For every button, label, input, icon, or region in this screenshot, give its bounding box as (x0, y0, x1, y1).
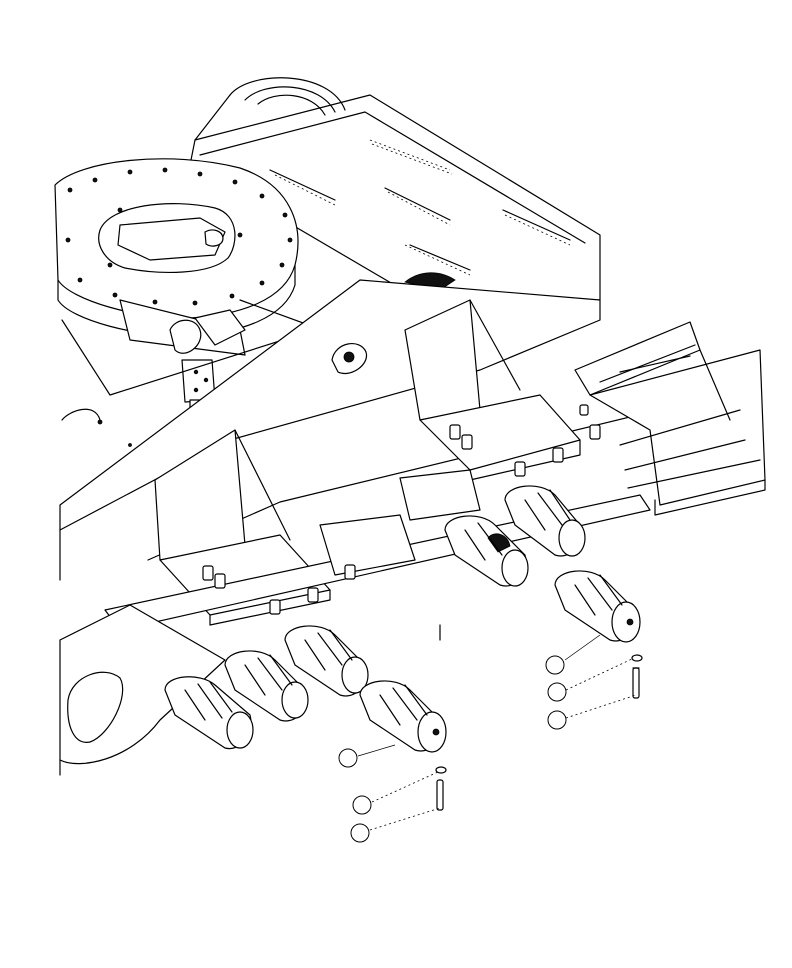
roller-mounted-3 (285, 626, 368, 696)
mounted-rollers (165, 486, 585, 749)
swing-bearing-plate (55, 159, 298, 336)
callout-2[interactable] (548, 683, 566, 701)
callout-3[interactable] (548, 711, 566, 729)
callouts (339, 656, 566, 842)
roller-mounted-5 (505, 486, 585, 556)
mounting-plates (320, 470, 480, 575)
exploded-roller-right (555, 571, 642, 698)
roller-mounted-1 (165, 677, 253, 749)
roller-mounted-2 (225, 651, 308, 721)
exploded-roller-center (360, 681, 446, 810)
frame-left-end (60, 605, 225, 775)
callout-6[interactable] (351, 824, 369, 842)
leader-lines (62, 409, 636, 830)
callout-5[interactable] (353, 796, 371, 814)
frame-studs (203, 405, 600, 614)
frame-extension (575, 322, 765, 515)
roller-mounted-4 (445, 516, 528, 586)
callout-1[interactable] (546, 656, 564, 674)
upper-frame (190, 78, 600, 300)
callout-4[interactable] (339, 749, 357, 767)
pivot-joint (62, 300, 350, 425)
